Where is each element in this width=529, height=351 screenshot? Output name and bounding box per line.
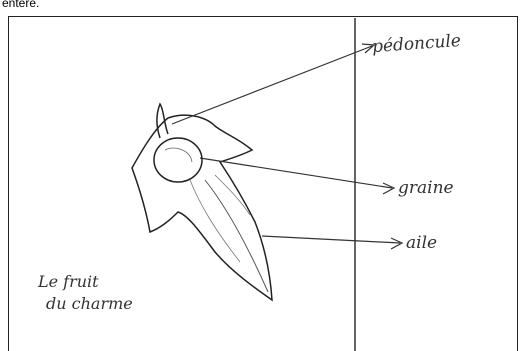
arrowhead-aile	[391, 238, 402, 249]
arrow-aile	[262, 236, 400, 243]
caption-line-2: du charme	[46, 294, 133, 313]
wing-shape	[132, 115, 272, 300]
arrowhead-graine	[383, 183, 394, 194]
arrow-pedoncule	[172, 46, 372, 124]
caption-line-1: Le fruit	[38, 272, 99, 291]
stalk-shape	[157, 104, 168, 138]
arrow-graine	[200, 158, 392, 188]
seed-shading	[165, 148, 192, 162]
label-aile: aile	[406, 233, 437, 253]
label-graine: graine	[398, 178, 454, 198]
seed-shape	[154, 138, 202, 182]
